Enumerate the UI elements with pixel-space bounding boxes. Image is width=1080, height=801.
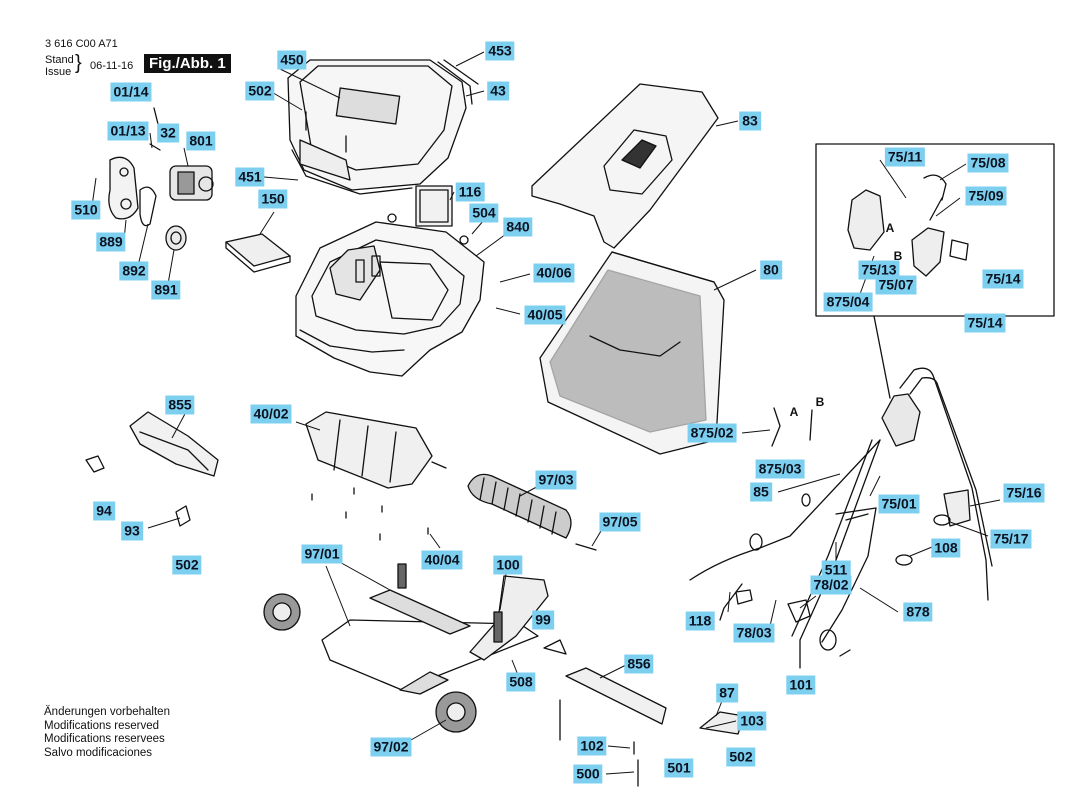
part-callout-97-05[interactable]: 97/05 [599,512,641,532]
part-callout-78-02[interactable]: 78/02 [810,575,852,595]
part-callout-891[interactable]: 891 [151,280,181,300]
part-callout-856[interactable]: 856 [624,654,654,674]
part-callout-75-14a[interactable]: 75/14 [982,269,1024,289]
part-callout-450[interactable]: 450 [277,50,307,70]
note-en: Modifications reserved [44,719,160,732]
part-callout-83[interactable]: 83 [739,111,761,131]
part-callout-875-03[interactable]: 875/03 [755,459,805,479]
grass-box-drawing [539,251,725,455]
part-callout-510[interactable]: 510 [71,200,101,220]
part-callout-840[interactable]: 840 [503,217,533,237]
note-es: Salvo modificaciones [44,746,153,759]
part-callout-75-11[interactable]: 75/11 [884,147,926,167]
chassis-drawing [321,619,539,691]
part-callout-118[interactable]: 118 [685,611,715,631]
height-lever-drawing [469,575,549,661]
part-callout-32[interactable]: 32 [157,123,179,143]
part-callout-87[interactable]: 87 [716,683,738,703]
part-callout-511[interactable]: 511 [821,560,851,580]
part-callout-892[interactable]: 892 [119,261,149,281]
part-callout-40-06[interactable]: 40/06 [533,263,575,283]
part-callout-80[interactable]: 80 [760,260,782,280]
part-callout-502-top[interactable]: 502 [245,81,275,101]
inset-mark-a: A [885,221,895,235]
part-callout-453[interactable]: 453 [485,41,515,61]
part-callout-93[interactable]: 93 [121,521,143,541]
part-callout-502-bottom[interactable]: 502 [726,747,756,767]
part-callout-75-09[interactable]: 75/09 [965,186,1007,206]
part-callout-504[interactable]: 504 [469,203,499,223]
part-callout-116[interactable]: 116 [455,182,485,202]
part-callout-75-08[interactable]: 75/08 [967,153,1009,173]
part-callout-855[interactable]: 855 [165,395,195,415]
part-callout-100[interactable]: 100 [493,555,523,575]
part-callout-40-04[interactable]: 40/04 [421,550,463,570]
cable-mark-b: B [815,395,825,409]
rear-roller-drawing [467,473,572,539]
part-callout-801[interactable]: 801 [186,131,216,151]
grass-box-lid-drawing [531,83,719,249]
part-callout-75-13[interactable]: 75/13 [858,260,900,280]
part-callout-451[interactable]: 451 [235,167,265,187]
brace-glyph: } [75,52,82,74]
motor-cover-drawing [287,59,479,195]
stand-label: Stand [45,54,74,66]
part-callout-508[interactable]: 508 [506,672,536,692]
part-callout-40-05[interactable]: 40/05 [524,305,566,325]
part-callout-108[interactable]: 108 [931,538,961,558]
part-callout-75-01[interactable]: 75/01 [878,494,920,514]
motor-housing-drawing [295,213,485,377]
part-callout-78-03[interactable]: 78/03 [733,623,775,643]
part-callout-97-03[interactable]: 97/03 [535,470,577,490]
inset-mark-b: B [893,249,903,263]
figure-label: Fig./Abb. 1 [144,54,231,73]
switch-box-drawing [881,393,921,447]
cable-mark-a: A [789,405,799,419]
part-callout-102[interactable]: 102 [577,736,607,756]
blade-guard-drawing [305,411,433,489]
part-callout-75-14b[interactable]: 75/14 [964,313,1006,333]
part-callout-01-13[interactable]: 01/13 [107,121,149,141]
part-callout-97-02[interactable]: 97/02 [370,737,412,757]
filter-116-drawing [415,185,453,227]
part-callout-889[interactable]: 889 [96,232,126,252]
note-fr: Modifications reservees [44,733,165,745]
part-callout-01-14[interactable]: 01/14 [110,82,152,102]
part-callout-101[interactable]: 101 [786,675,816,695]
doc-number: 3 616 C00 A71 [45,38,118,50]
part-callout-875-04[interactable]: 875/04 [823,292,873,312]
part-callout-103[interactable]: 103 [737,711,767,731]
grass-shield-drawing [129,411,219,477]
part-callout-75-16[interactable]: 75/16 [1003,483,1045,503]
notes-block: Änderungen vorbehalten Modifications res… [44,706,170,760]
part-callout-501[interactable]: 501 [664,758,694,778]
part-callout-97-01[interactable]: 97/01 [301,544,343,564]
issue-label: Issue [45,66,72,78]
lower-bar-drawing [565,667,667,725]
part-callout-500[interactable]: 500 [573,764,603,784]
part-callout-75-17[interactable]: 75/17 [990,529,1032,549]
part-callout-502-left[interactable]: 502 [172,555,202,575]
part-callout-40-02[interactable]: 40/02 [250,404,292,424]
part-callout-875-02[interactable]: 875/02 [687,423,737,443]
part-callout-94[interactable]: 94 [93,501,115,521]
part-callout-150[interactable]: 150 [258,189,288,209]
issue-date: 06-11-16 [90,60,134,72]
part-callout-878[interactable]: 878 [903,602,933,622]
part-callout-85[interactable]: 85 [750,482,772,502]
motor-drawing [108,107,214,251]
part-callout-75-07[interactable]: 75/07 [875,275,917,295]
note-de: Änderungen vorbehalten [44,706,170,718]
part-callout-43[interactable]: 43 [487,81,509,101]
part-callout-99[interactable]: 99 [532,610,554,630]
pad-150-drawing [225,233,291,267]
